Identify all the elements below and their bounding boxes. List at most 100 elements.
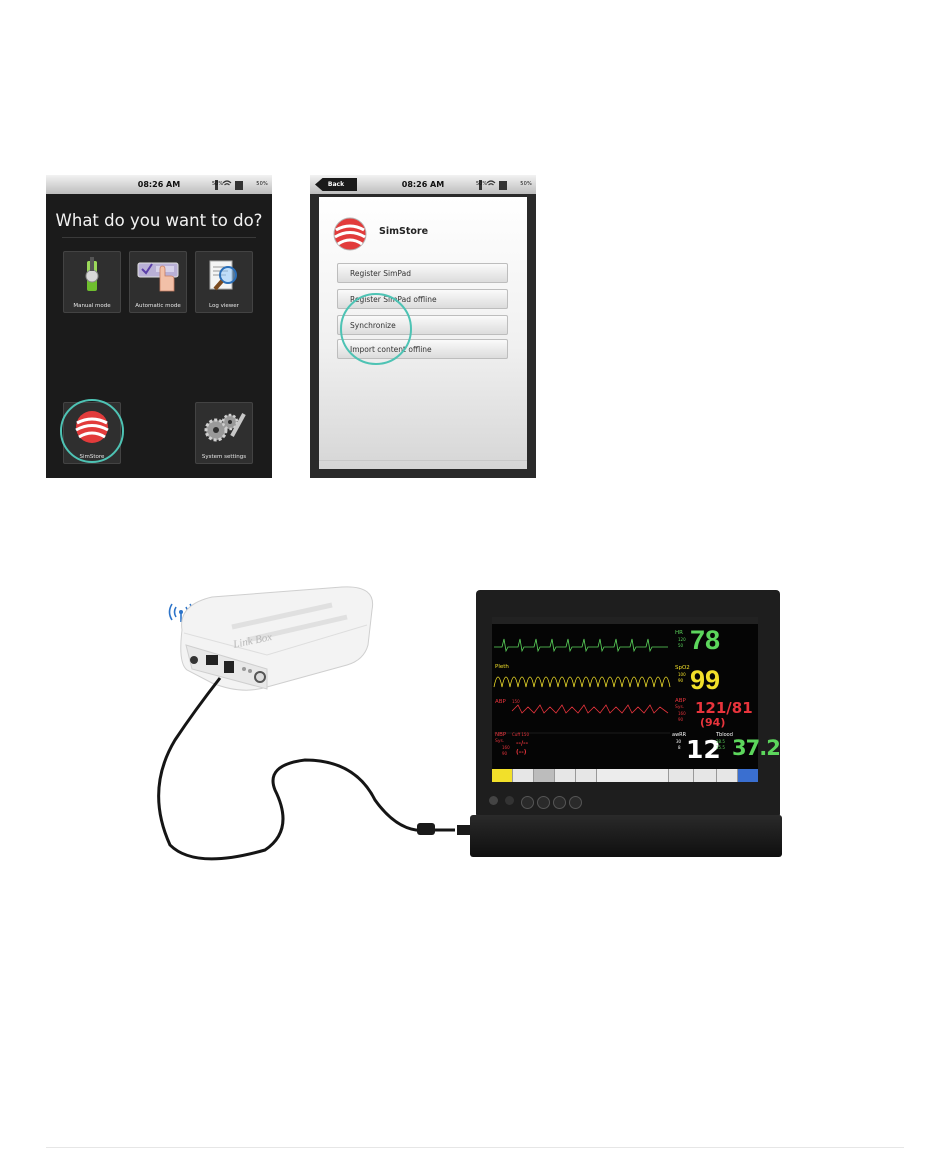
bezel-button[interactable] xyxy=(537,796,550,809)
hand-pointer-icon xyxy=(137,262,179,292)
nbp-cuff: Cuff 150 xyxy=(512,732,529,737)
usb-plug xyxy=(457,825,477,835)
hr-scale-lo: 50 xyxy=(678,643,684,648)
status-time: 08:26 AM xyxy=(401,180,445,189)
nbp-scale-hi: 160 xyxy=(502,745,510,750)
abp-scale-hi: 160 xyxy=(678,711,686,716)
joystick-icon xyxy=(85,257,99,291)
brand-title: SimStore xyxy=(379,226,429,237)
tblood-scale-hi: 38.5 xyxy=(716,739,725,744)
monitor-toolbar xyxy=(492,769,758,782)
round-port xyxy=(254,671,266,683)
wifi-status-icon xyxy=(222,180,232,186)
title-divider xyxy=(62,237,256,238)
battery-left-text: 50% xyxy=(476,181,488,187)
tblood-label: Tblood xyxy=(716,732,733,738)
usb-port xyxy=(206,655,218,665)
toolbar-button[interactable] xyxy=(717,769,739,782)
abp-waveform xyxy=(511,704,669,714)
serial-port xyxy=(224,661,234,673)
highlight-circle xyxy=(340,293,412,365)
simstore-logo-icon xyxy=(333,217,367,251)
monitor-top-bar xyxy=(492,617,758,624)
battery-right-text: 50% xyxy=(520,181,532,187)
battery-right-text: 50% xyxy=(256,181,268,187)
toolbar-button[interactable] xyxy=(512,769,534,782)
awrr-label: awRR xyxy=(672,732,687,738)
manual-mode-tile[interactable]: Manual mode xyxy=(63,251,121,313)
battery-left-text: 50% xyxy=(212,181,224,187)
bezel-button[interactable] xyxy=(553,796,566,809)
tblood-scale-lo: 35.5 xyxy=(716,745,725,750)
toolbar-button[interactable] xyxy=(533,769,555,782)
system-settings-tile[interactable]: System settings xyxy=(195,402,253,464)
status-bar: Back 08:26 AM 50% 50% xyxy=(310,175,536,194)
hr-scale-hi: 120 xyxy=(678,637,686,642)
status-bar: 08:26 AM 50% 50% xyxy=(46,175,272,194)
nbp-value: --/-- xyxy=(516,740,529,747)
footer-divider xyxy=(46,1147,904,1148)
spo2-scale-hi: 100 xyxy=(678,672,686,677)
register-simpad-button[interactable]: Register SimPad xyxy=(337,263,508,283)
simstore-screen: Back 08:26 AM 50% 50% SimStore Register … xyxy=(310,175,536,478)
back-button[interactable]: Back xyxy=(315,178,357,191)
bezel-button[interactable] xyxy=(505,796,514,805)
nbp-label: NBP xyxy=(495,732,507,738)
bezel-button[interactable] xyxy=(569,796,582,809)
signal-icons xyxy=(479,180,507,190)
battery-icon xyxy=(235,181,243,190)
abp-left-scale: 150 xyxy=(512,699,520,704)
toolbar-button[interactable] xyxy=(669,769,695,782)
status-time: 08:26 AM xyxy=(137,180,181,189)
abp-left-label: ABP xyxy=(495,699,506,705)
usb-cable xyxy=(157,677,477,861)
abp-sys-label: Sys. xyxy=(675,705,685,710)
tile-label: Manual mode xyxy=(73,303,111,309)
spo2-value: 99 xyxy=(690,665,721,695)
abp-mean: (94) xyxy=(700,716,726,729)
link-box-device: Link Box xyxy=(180,586,374,691)
main-menu-screen: 08:26 AM 50% 50% What do you want to do?… xyxy=(46,175,272,478)
hr-value: 78 xyxy=(690,625,721,655)
nbp-mean: (--) xyxy=(516,749,527,756)
status-led xyxy=(248,669,252,673)
pleth-label: Pleth xyxy=(495,664,509,670)
abp-value: 121/81 xyxy=(695,699,753,717)
nbp-scale-lo: 90 xyxy=(502,751,508,756)
abp-scale-lo: 90 xyxy=(678,717,684,722)
ferrite-bead xyxy=(417,823,435,835)
gears-icon xyxy=(204,413,246,442)
awrr-scale-lo: 8 xyxy=(678,745,681,750)
tile-label: Log viewer xyxy=(209,303,239,309)
log-viewer-tile[interactable]: Log viewer xyxy=(195,251,253,313)
laptop-base xyxy=(470,815,782,857)
battery-icon xyxy=(499,181,507,190)
toolbar-button[interactable] xyxy=(554,769,576,782)
usb-icon xyxy=(215,180,218,190)
toolbar-button[interactable] xyxy=(694,769,718,782)
abp-label: ABP xyxy=(675,698,686,704)
wifi-status-icon xyxy=(486,180,496,186)
toolbar-spacer xyxy=(596,769,670,782)
toolbar-button[interactable] xyxy=(492,769,513,782)
nbp-sys-label: Sys. xyxy=(495,739,505,744)
awrr-scale-hi: 30 xyxy=(676,739,682,744)
bezel-buttons xyxy=(489,794,582,809)
bezel-button[interactable] xyxy=(521,796,534,809)
pleth-waveform xyxy=(493,676,671,688)
toolbar-button[interactable] xyxy=(575,769,597,782)
spo2-label: SpO2 xyxy=(675,665,690,671)
signal-icons xyxy=(215,180,243,190)
bezel-button[interactable] xyxy=(489,796,498,805)
awrr-value: 12 xyxy=(686,735,721,764)
page-title: What do you want to do? xyxy=(55,211,263,230)
power-port xyxy=(190,656,198,664)
tile-label: Automatic mode xyxy=(135,303,181,309)
tblood-value: 37.2 xyxy=(732,736,781,760)
ecg-waveform xyxy=(494,638,668,653)
toolbar-button[interactable] xyxy=(738,769,758,782)
automatic-mode-tile[interactable]: Automatic mode xyxy=(129,251,187,313)
status-led xyxy=(242,667,246,671)
panel-footer-line xyxy=(319,460,527,461)
magnifier-icon xyxy=(209,260,237,291)
